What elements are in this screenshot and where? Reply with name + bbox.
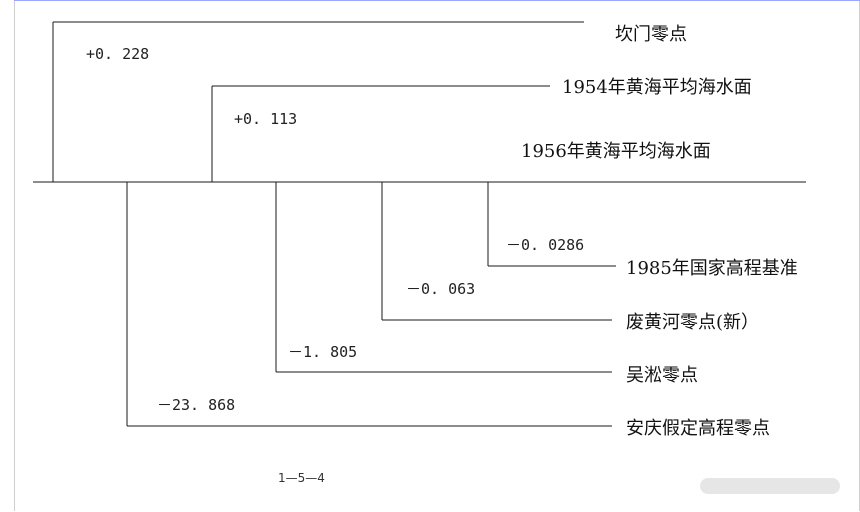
offset-value-1954: +0. 113 bbox=[234, 110, 297, 128]
offset-value-wusong: －1. 805 bbox=[288, 343, 357, 361]
datum-label-wusong: 吴淞零点 bbox=[626, 365, 698, 386]
offset-value-feihuang: －0. 063 bbox=[406, 280, 475, 298]
datum-label-1985: 1985年国家高程基准 bbox=[626, 258, 798, 279]
page-top-rule bbox=[14, 0, 860, 1]
offset-value-anqing: －23. 868 bbox=[157, 396, 235, 414]
offset-value-1985: －0. 0286 bbox=[506, 236, 584, 254]
datum-label-kanmen: 坎门零点 bbox=[615, 24, 687, 45]
datum-label-1956: 1956年黄海平均海水面 bbox=[521, 141, 711, 162]
datum-label-feihuang: 废黄河零点(新） bbox=[626, 312, 759, 333]
datum-label-1954: 1954年黄海平均海水面 bbox=[562, 77, 752, 98]
figure-number: 1—5—4 bbox=[278, 471, 325, 485]
watermark bbox=[700, 478, 840, 494]
datum-label-anqing: 安庆假定高程零点 bbox=[626, 418, 770, 439]
offset-value-kanmen: +0. 228 bbox=[86, 45, 149, 63]
